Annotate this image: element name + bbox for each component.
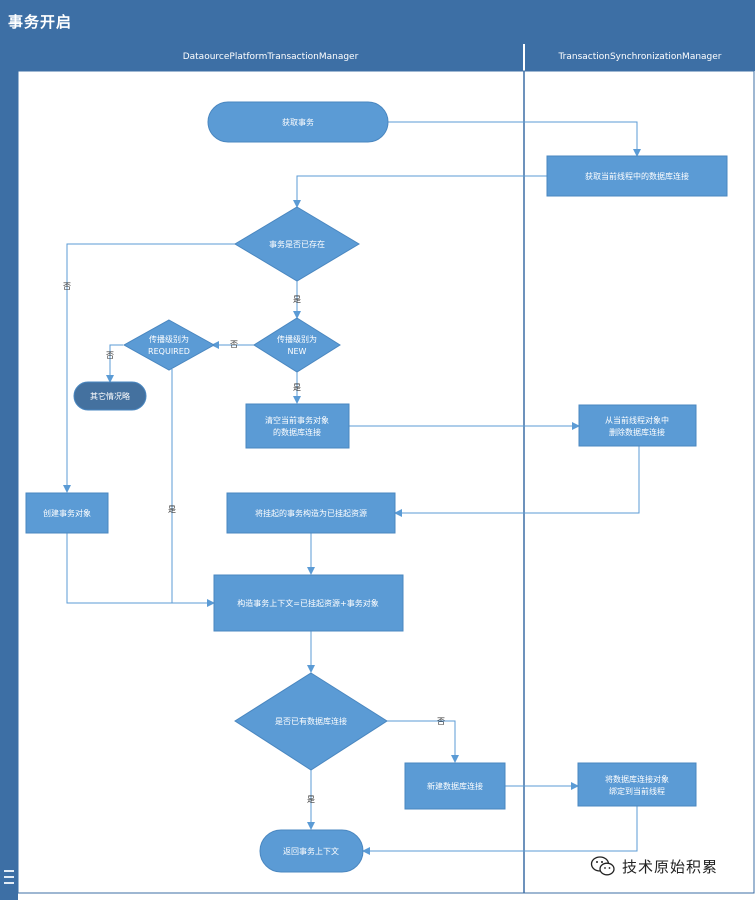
watermark-text: 技术原始积累: [622, 857, 719, 876]
edge-remove-to-suspend: [394, 446, 640, 517]
edge-label-no: 否: [106, 351, 114, 360]
node-label: 清空当前事务对象: [265, 415, 329, 425]
page-title: 事务开启: [8, 13, 73, 31]
rail-mark: [4, 870, 14, 872]
clear-connection-node: [245, 403, 350, 449]
node-label: 删除数据库连接: [609, 427, 665, 437]
node-label: 的数据库连接: [273, 427, 321, 437]
node-label: 绑定到当前线程: [609, 786, 665, 796]
propagation-new-decision: [253, 317, 341, 373]
edge-required-yes-to-build-ctx: [171, 369, 215, 607]
new-connection-node: [404, 762, 506, 810]
node-label: 获取当前线程中的数据库连接: [585, 171, 689, 181]
propagation-required-decision: [122, 319, 216, 371]
has-connection-decision: [234, 672, 388, 771]
edge-get-conn-to-tx-exists: [293, 175, 547, 208]
node-label: 传播级别为: [277, 334, 317, 344]
edge-label-yes: 是: [168, 505, 176, 514]
build-transaction-context-node: [213, 574, 404, 632]
edge-start-to-get-conn: [388, 121, 641, 157]
node-label: 事务是否已存在: [269, 239, 325, 249]
node-label: 获取事务: [282, 117, 314, 127]
title-bar: 事务开启: [0, 0, 755, 44]
node-label: 其它情况略: [90, 391, 130, 401]
node-label: 是否已有数据库连接: [275, 716, 347, 726]
suspend-resources-node: [226, 492, 396, 534]
edge-create-to-build-ctx: [66, 533, 190, 604]
rail-mark: [4, 882, 14, 884]
edge-bind-to-return: [362, 806, 638, 855]
swimlane-border: [17, 70, 755, 894]
node-label: 构造事务上下文=已挂起资源+事务对象: [237, 598, 378, 608]
edge-label-yes: 是: [293, 383, 301, 392]
lane-header-platform-transaction-manager: DataourcePlatformTransactionManager: [18, 44, 523, 71]
edge-has-conn-no-to-new-conn: [387, 720, 459, 763]
edge-tx-exists-no-to-create: [63, 243, 235, 493]
remove-thread-connection-node: [578, 404, 697, 447]
bind-connection-node: [577, 762, 697, 807]
other-cases-terminal: [73, 381, 147, 411]
create-transaction-object-node: [25, 492, 109, 534]
node-label: 返回事务上下文: [283, 846, 339, 856]
node-label: 将挂起的事务构造为已挂起资源: [255, 508, 367, 518]
edge-required-no-to-other: [106, 344, 123, 383]
rail-mark: [4, 876, 14, 878]
node-label: 创建事务对象: [43, 508, 91, 518]
node-label: 将数据库连接对象: [605, 774, 669, 784]
edge-label-no: 否: [63, 282, 71, 291]
return-context-terminal: [259, 829, 364, 873]
start-get-transaction-node: [207, 101, 389, 143]
left-rail: [0, 44, 18, 900]
edge-label-yes: 是: [293, 295, 301, 304]
node-label: NEW: [288, 347, 307, 356]
edge-label-no: 否: [230, 340, 238, 349]
edge-label-no: 否: [437, 717, 445, 726]
transaction-exists-decision: [234, 206, 360, 282]
lane-header-transaction-synchronization-manager: TransactionSynchronizationManager: [525, 44, 755, 71]
get-thread-connection-node: [546, 155, 728, 197]
wechat-icon: [590, 856, 615, 876]
edge-label-yes: 是: [307, 795, 315, 804]
node-label: 传播级别为: [149, 334, 189, 344]
node-label: 从当前线程对象中: [605, 415, 669, 425]
node-label: 新建数据库连接: [427, 781, 483, 791]
watermark: 技术原始积累: [590, 852, 718, 880]
node-label: REQUIRED: [148, 347, 190, 356]
